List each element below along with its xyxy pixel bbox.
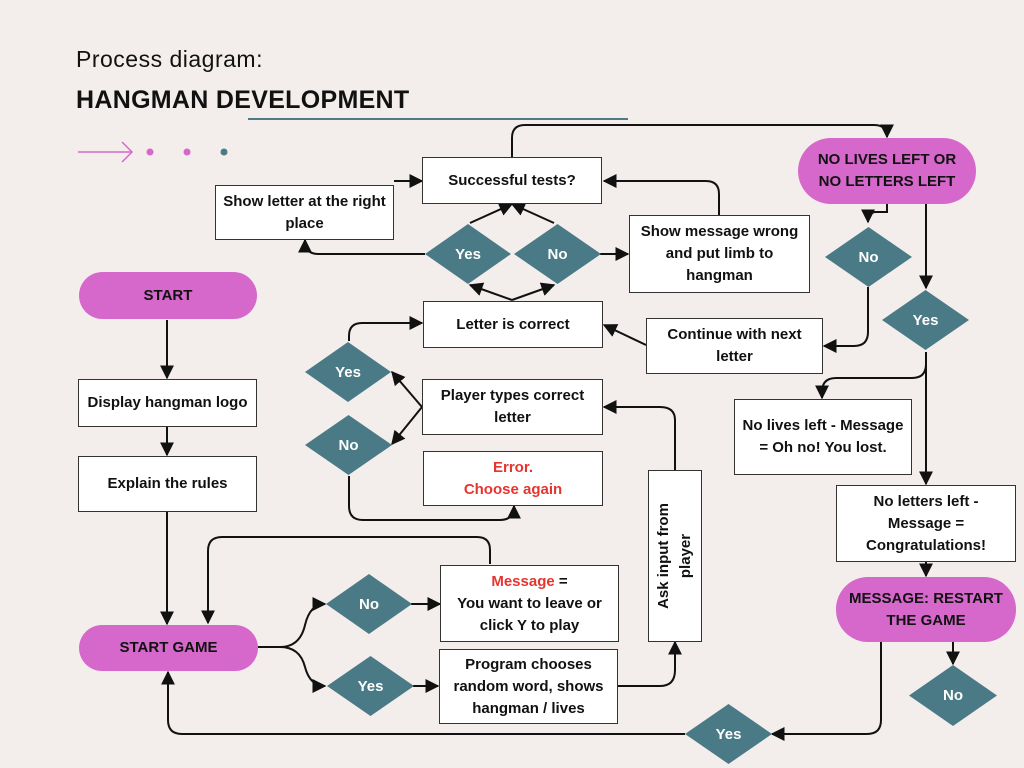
show-letter-node: Show letter at the right place <box>215 185 394 240</box>
decision-yes-bottom: Yes <box>685 704 772 764</box>
diagram-title: HANGMAN DEVELOPMENT <box>76 86 410 114</box>
message-line2: You want to leave or <box>457 594 602 612</box>
decision-yes-right-label: Yes <box>912 311 939 329</box>
decision-yes-mid-label: Yes <box>335 363 361 381</box>
program-chooses-node: Program chooses random word, shows hangm… <box>439 649 618 724</box>
show-wrong-label: Show message wrong and put limb to hangm… <box>640 223 799 284</box>
no-lives-or-letters-node: NO LIVES LEFT OR NO LETTERS LEFT <box>798 138 976 204</box>
message-equals: = <box>554 572 568 590</box>
decision-no-bottom: No <box>909 665 997 726</box>
decision-no-left-label: No <box>359 595 379 613</box>
show-letter-label: Show letter at the right place <box>223 192 386 232</box>
ask-input-line2: player <box>677 533 694 579</box>
no-letters-message-node: No letters left - Message = Congratulati… <box>836 485 1016 562</box>
successful-tests-label: Successful tests? <box>448 171 576 189</box>
decision-no-right: No <box>825 227 912 287</box>
decision-yes-top: Yes <box>425 224 511 284</box>
decision-yes-mid: Yes <box>305 342 391 402</box>
player-types-label: Player types correct letter <box>440 387 585 426</box>
diagram-subtitle: Process diagram: <box>76 46 263 72</box>
decision-no-right-label: No <box>858 248 879 266</box>
player-types-node: Player types correct letter <box>422 379 603 435</box>
no-lives-message-node: No lives left - Message = Oh no! You los… <box>734 399 912 475</box>
display-logo-node: Display hangman logo <box>78 379 257 427</box>
message-line3: click Y to play <box>479 616 580 634</box>
start-game-label: START GAME <box>119 639 218 656</box>
error-line1: Error. <box>492 458 534 476</box>
successful-tests-node: Successful tests? <box>422 157 602 204</box>
decision-yes-left: Yes <box>327 656 414 716</box>
no-lives-or-letters-label: NO LIVES LEFT OR NO LETTERS LEFT <box>817 151 957 190</box>
restart-node: MESSAGE: RESTART THE GAME <box>836 577 1016 642</box>
decision-yes-bottom-label: Yes <box>715 725 742 743</box>
decision-no-top: No <box>514 224 601 284</box>
program-chooses-label: Program chooses random word, shows hangm… <box>453 655 604 717</box>
display-logo-label: Display hangman logo <box>87 394 248 411</box>
letter-correct-label: Letter is correct <box>456 315 570 333</box>
leave-message-node: Message = You want to leave or click Y t… <box>440 565 619 642</box>
letter-correct-node: Letter is correct <box>423 301 603 348</box>
continue-next-node: Continue with next letter <box>646 318 823 374</box>
start-node: START <box>79 272 257 319</box>
ask-input-node: Ask input from player <box>648 470 702 642</box>
error-node: Error. Choose again <box>423 451 603 506</box>
decorative-arrow-icon <box>78 141 228 163</box>
continue-next-label: Continue with next letter <box>667 326 802 365</box>
no-lives-message-label: No lives left - Message = Oh no! You los… <box>742 417 904 456</box>
decision-no-mid-label: No <box>338 436 359 454</box>
start-game-node: START GAME <box>79 625 258 671</box>
restart-label: MESSAGE: RESTART THE GAME <box>849 589 1003 629</box>
decision-no-left: No <box>326 574 412 634</box>
title-underline <box>248 118 628 120</box>
message-keyword: Message <box>491 572 555 590</box>
decision-yes-right: Yes <box>882 290 969 350</box>
error-line2: Choose again <box>463 480 563 498</box>
start-label: START <box>143 286 193 304</box>
ask-input-line1: Ask input from <box>655 503 672 609</box>
decision-no-mid: No <box>305 415 392 475</box>
decision-yes-left-label: Yes <box>357 677 384 695</box>
explain-rules-label: Explain the rules <box>107 475 228 492</box>
decision-no-top-label: No <box>547 245 568 263</box>
decision-no-bottom-label: No <box>943 687 963 704</box>
no-letters-message-label: No letters left - Message = Congratulati… <box>866 492 986 554</box>
decision-yes-top-label: Yes <box>455 245 481 263</box>
explain-rules-node: Explain the rules <box>78 456 257 512</box>
show-wrong-node: Show message wrong and put limb to hangm… <box>629 215 810 293</box>
